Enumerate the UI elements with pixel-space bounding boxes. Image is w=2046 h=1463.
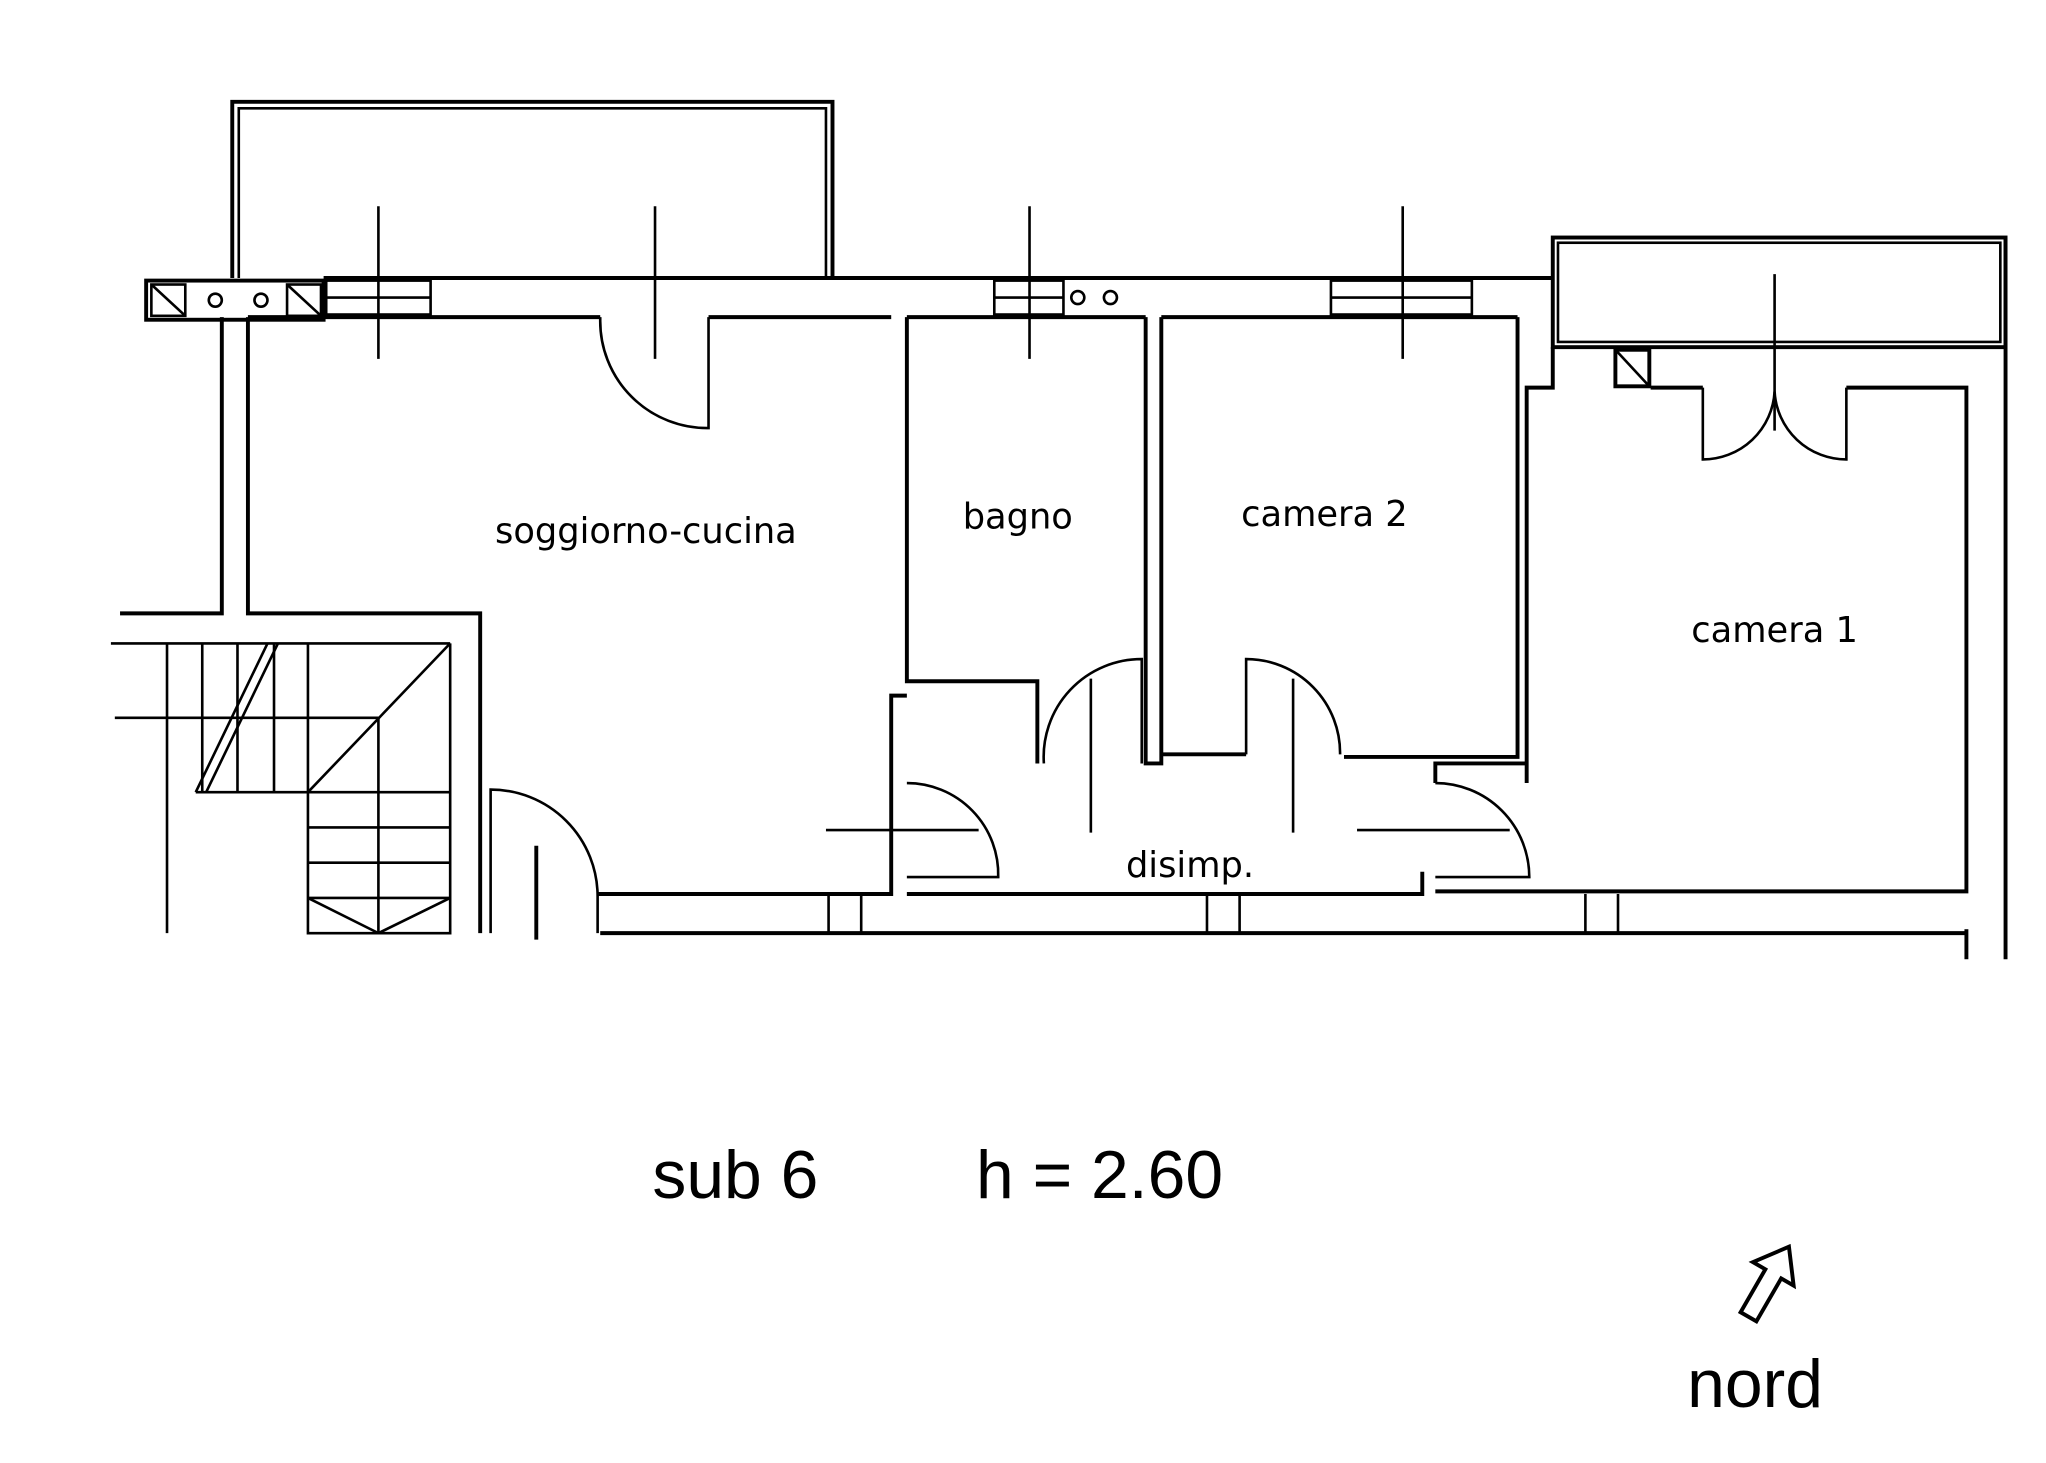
room-label-hallway: disimp. — [1126, 845, 1254, 886]
ceiling-height-label: h = 2.60 — [976, 1138, 1223, 1213]
room-label-bedroom2: camera 2 — [1241, 494, 1408, 535]
north-arrow-icon — [1737, 1243, 1797, 1325]
north-label: nord — [1687, 1347, 1823, 1422]
room-label-living: soggiorno-cucina — [495, 511, 797, 552]
exterior-walls — [120, 276, 1969, 960]
windows — [324, 206, 1776, 431]
chimney-flues — [144, 278, 1652, 389]
staircase — [110, 642, 452, 935]
room-label-bathroom: bagno — [963, 497, 1073, 538]
balcony-right — [1550, 235, 2008, 960]
doors — [489, 317, 1848, 940]
room-label-bedroom1: camera 1 — [1691, 610, 1858, 651]
unit-label: sub 6 — [652, 1138, 818, 1213]
balcony-left — [230, 99, 835, 278]
